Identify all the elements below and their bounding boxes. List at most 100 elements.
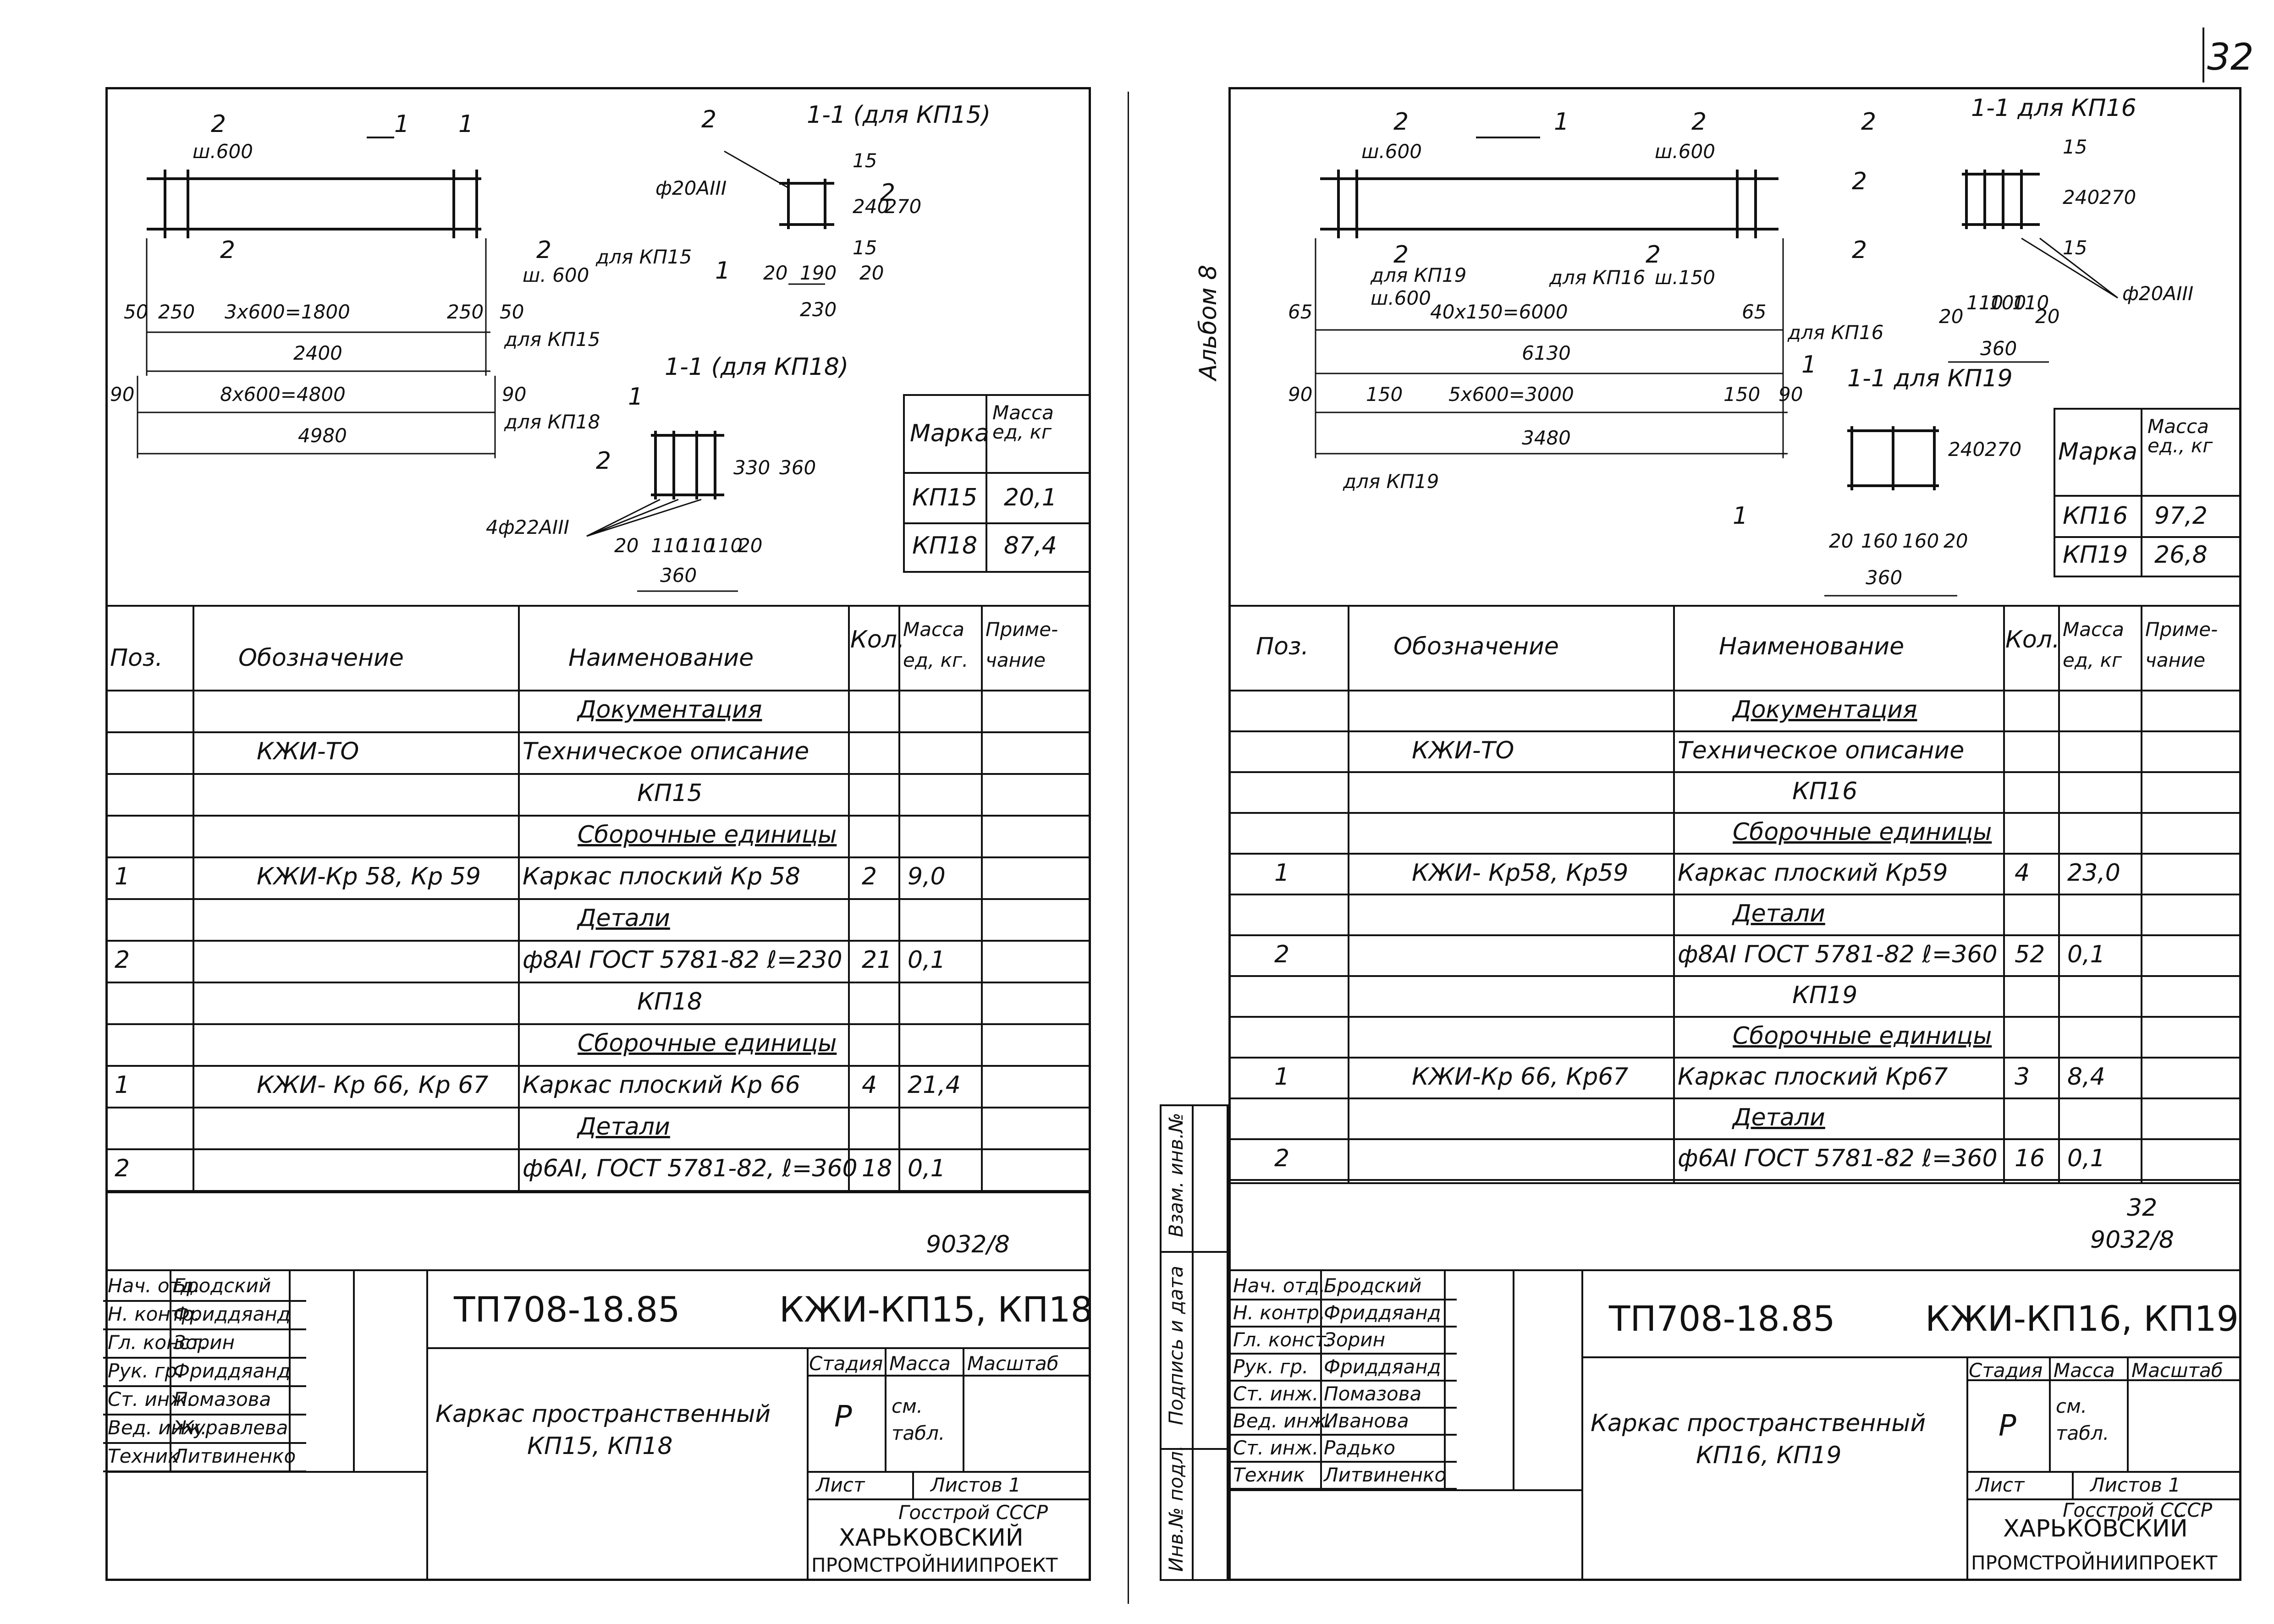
spec-cell: КП19 <box>1792 982 1858 1009</box>
spec-cell: ф6АI, ГОСТ 5781-82, ℓ=360 <box>523 1155 858 1182</box>
person-name: Помазова <box>1324 1383 1422 1405</box>
pos-label: 2 <box>1852 236 1867 264</box>
dim: 20 <box>763 262 788 284</box>
spec-cell: 0,1 <box>2067 1145 2105 1172</box>
dim: 240 <box>2063 186 2100 208</box>
person-name: Журавлева <box>173 1416 288 1439</box>
dim: 20 <box>1944 530 1968 552</box>
pos-label: 2 <box>211 110 226 138</box>
row-divider <box>1228 1488 1457 1490</box>
spec-cell: КП15 <box>637 779 703 807</box>
person-name: Зорин <box>1324 1328 1386 1351</box>
section-title: 1-1 (для КП15) <box>807 101 991 129</box>
row-divider <box>1228 975 2241 977</box>
role-label: Вед. инж. <box>1233 1410 1332 1432</box>
role-label: Ст. инж. <box>1233 1383 1319 1405</box>
row-divider <box>105 1065 1091 1067</box>
spec-cell: 21,4 <box>908 1071 961 1099</box>
dim: 20 <box>738 534 763 557</box>
section-title: 1-1 для КП19 <box>1847 365 2013 392</box>
role-label: Ст. инж. <box>1233 1437 1319 1459</box>
row-divider <box>105 731 1091 733</box>
pos-label: 2 <box>1393 241 1409 269</box>
drawing-mark: КЖИ-КП16, КП19 <box>1925 1298 2239 1339</box>
section-title: 1-1 для КП16 <box>1971 94 2136 122</box>
rebar-label: ф20АIII <box>655 177 727 199</box>
dim: 40х150=6000 <box>1430 301 1568 323</box>
row-divider <box>1228 1407 1457 1409</box>
role-label: Ст. инж. <box>108 1388 193 1410</box>
spec-cell: Каркас плоский Кр 66 <box>523 1071 800 1099</box>
page-number: 32 <box>2207 36 2254 78</box>
person-name: Фриддяанд <box>1324 1355 1441 1378</box>
row-divider <box>1228 1380 1457 1382</box>
note-label: для КП15 <box>504 328 600 351</box>
spec-cell: 1 <box>1274 859 1290 887</box>
rebar-label: ф20АIII <box>2122 282 2194 305</box>
spec-cell: 2 <box>115 1155 130 1182</box>
spacing-label: ш. 600 <box>523 264 589 286</box>
dim: 360 <box>779 456 816 479</box>
role-label: Рук. гр. <box>108 1360 183 1382</box>
divider <box>2202 27 2204 82</box>
row-divider <box>103 1328 306 1330</box>
row-divider <box>1228 1434 1457 1436</box>
row-divider <box>103 1385 306 1387</box>
spec-cell: 23,0 <box>2067 859 2120 887</box>
spec-cell: Каркас плоский Кр 58 <box>523 863 800 890</box>
dim: 50 <box>500 301 524 323</box>
spec-cell: 2 <box>115 946 130 974</box>
pos-label: 2 <box>220 236 236 264</box>
dim: 270 <box>885 195 922 218</box>
dim: 250 <box>158 301 195 323</box>
dim: 90 <box>502 383 527 406</box>
spec-cell: КП16 <box>1792 778 1858 805</box>
row-divider <box>1228 771 2241 773</box>
pos-label: 2 <box>536 236 552 264</box>
spec-cell: 1 <box>115 863 130 890</box>
dim: 240 <box>853 195 890 218</box>
spec-cell: Сборочные единицы <box>1733 1022 1992 1050</box>
note-label: для КП16 <box>1549 266 1646 289</box>
dim: 3х600=1800 <box>225 301 350 323</box>
spec-cell: 2 <box>862 863 877 890</box>
note-label: для КП18 <box>504 411 600 433</box>
spec-cell: 0,1 <box>908 946 946 974</box>
dim: 20 <box>1829 530 1854 552</box>
dim: 110 <box>1966 291 2004 314</box>
row-divider <box>103 1300 306 1302</box>
dim: 100 <box>1989 291 2026 314</box>
dim: 110 <box>2012 291 2049 314</box>
dim: 240 <box>1948 438 1985 461</box>
spec-cell: 4 <box>862 1071 877 1099</box>
spec-cell: 1 <box>115 1071 130 1099</box>
person-name: Зорин <box>173 1331 235 1354</box>
spec-cell: 3 <box>2015 1063 2030 1091</box>
role-label: Гл. конст. <box>108 1331 207 1354</box>
spacing-label: ш.600 <box>1361 140 1422 163</box>
dim: 270 <box>1985 438 2022 461</box>
spec-cell: Сборочные единицы <box>1733 818 1992 846</box>
dim: 20 <box>2035 305 2060 328</box>
dim: 190 <box>800 262 837 284</box>
dim: 90 <box>1288 383 1313 406</box>
pos-label: 2 <box>1691 108 1707 136</box>
row-divider <box>105 1107 1091 1108</box>
spec-cell: КЖИ-Кр 58, Кр 59 <box>257 863 481 890</box>
spec-cell: Документация <box>1733 696 1917 724</box>
spacing-label: ш.150 <box>1655 266 1715 289</box>
role-label: Техник <box>1233 1464 1305 1486</box>
note-label: для КП15 <box>596 246 692 268</box>
dim: 65 <box>1742 301 1767 323</box>
spec-cell: 2 <box>1274 1145 1290 1172</box>
row-divider <box>1228 1353 1457 1355</box>
row-divider <box>1228 1179 2241 1181</box>
spec-cell: Документация <box>578 696 762 724</box>
dim: 90 <box>110 383 135 406</box>
section-title: 1-1 (для КП18) <box>665 353 849 381</box>
archive-number: 9032/8 <box>2090 1226 2174 1254</box>
spec-cell: 18 <box>862 1155 892 1182</box>
role-label: Нач. отд. <box>108 1274 200 1297</box>
dim: 230 <box>800 298 837 321</box>
row-divider <box>103 1357 306 1359</box>
